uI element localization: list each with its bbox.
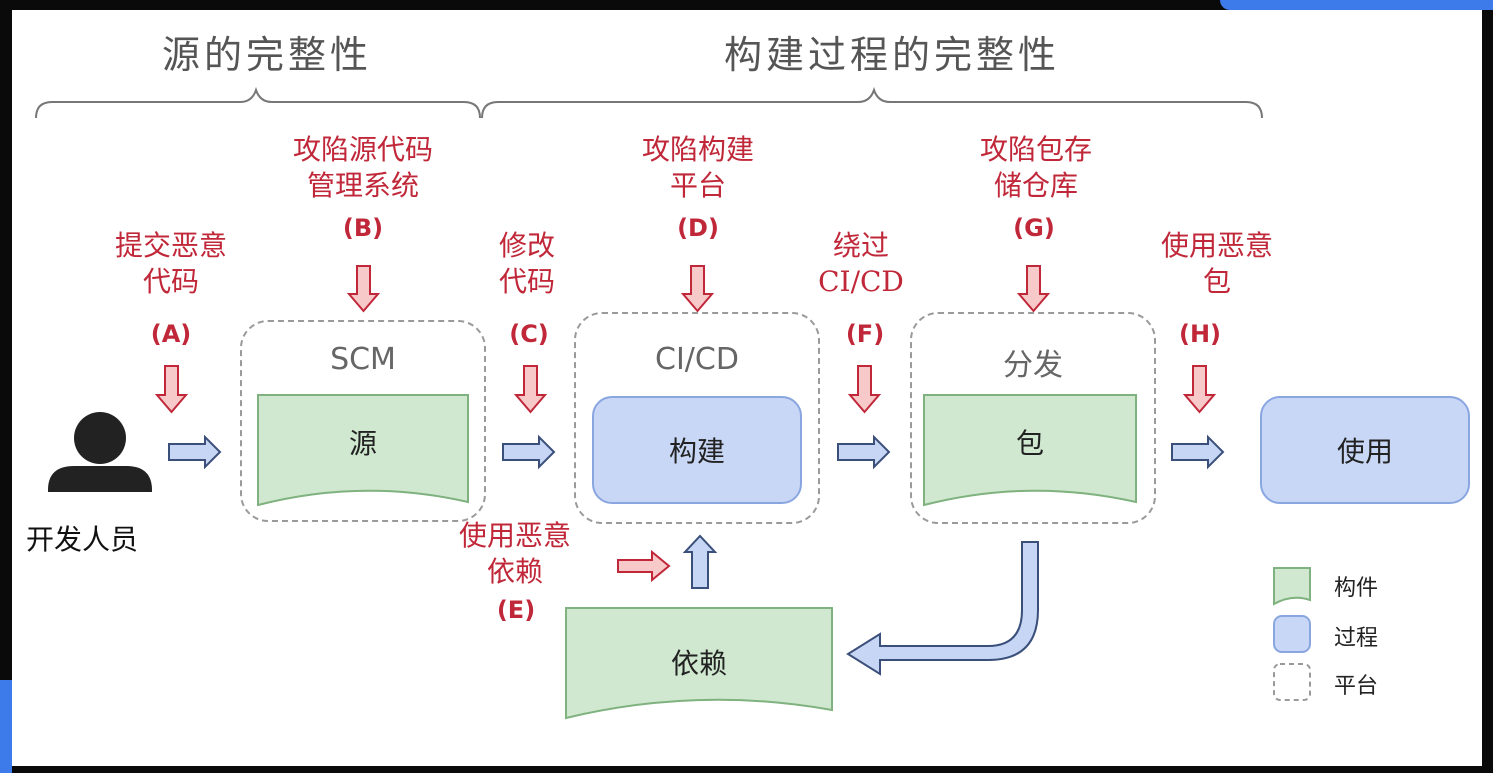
attack-arrow-f [847,365,882,414]
attack-arrow-a [154,365,189,414]
background-accent-top-right [1220,0,1493,10]
legend-artifact-label: 构件 [1334,576,1379,601]
attack-arrow-g [1016,265,1051,313]
attack-d-code: (D) [677,214,719,242]
attack-a-code: (A) [150,320,192,348]
legend-platform-icon [1273,663,1311,701]
flow-arrow-dependency-to-build [682,534,718,589]
attack-f-code: (F) [845,320,885,348]
attack-arrow-h [1182,365,1217,414]
attack-g-text: 攻陷包存 储仓库 [979,133,1092,202]
flow-arrow-scm-to-cicd [502,434,556,470]
developer-label: 开发人员 [26,523,139,556]
developer-person-icon [48,412,152,492]
attack-c-code: (C) [509,320,549,348]
source-artifact-label: 源 [348,427,377,460]
distribution-platform: 分发 [910,312,1156,524]
build-integrity-brace [481,86,1263,119]
attack-h-code: (H) [1178,320,1222,348]
cicd-platform: CI/CD [574,312,820,524]
diagram-graphics [35,86,1311,720]
attack-arrow-e [617,549,671,583]
attack-b-text: 攻陷源代码 管理系统 [292,133,433,202]
dependency-artifact-shape [565,607,833,720]
attack-arrow-c [513,365,548,414]
attack-e-code: (E) [496,596,536,624]
flow-arrow-cicd-to-distribution [837,434,891,470]
source-integrity-title: 源的完整性 [162,33,373,77]
flow-arrow-package-to-dependency [846,541,1039,676]
attack-arrow-b [346,265,381,313]
attack-a-text: 提交恶意 代码 [114,229,227,298]
background-accent-bottom-left [0,680,12,773]
attack-h-text: 使用恶意 包 [1160,229,1273,298]
flow-arrows [168,434,1225,676]
distribution-platform-label: 分发 [1003,348,1063,383]
scm-platform-label: SCM [330,342,396,377]
attack-b-code: (B) [342,214,384,242]
attack-d-text: 攻陷构建 平台 [641,133,754,202]
legend-artifact-icon [1273,567,1311,606]
attack-e-text: 使用恶意 依赖 [458,519,571,588]
attack-arrows [154,265,1217,583]
attack-arrow-d [680,265,715,313]
dependency-artifact-label: 依赖 [670,647,727,680]
legend-process-icon [1273,615,1311,653]
diagram-canvas: 源的完整性 构建过程的完整性 SCM CI/CD 分发 源 包 依赖 构建 使用… [12,10,1482,766]
build-integrity-title: 构建过程的完整性 [724,33,1061,77]
flow-arrow-developer-to-scm [168,434,222,470]
scm-platform: SCM [240,320,486,522]
use-process: 使用 [1260,396,1470,504]
legend-platform-label: 平台 [1334,674,1379,699]
build-process: 构建 [592,396,802,504]
source-integrity-brace [35,86,481,119]
attack-f-text: 绕过 CI/CD [818,229,904,298]
attack-c-text: 修改 代码 [498,229,555,298]
flow-arrow-distribution-to-use [1171,434,1225,470]
package-artifact-label: 包 [1015,427,1044,460]
attack-g-code: (G) [1013,214,1055,242]
cicd-platform-label: CI/CD [655,342,739,377]
legend-process-label: 过程 [1334,626,1379,651]
